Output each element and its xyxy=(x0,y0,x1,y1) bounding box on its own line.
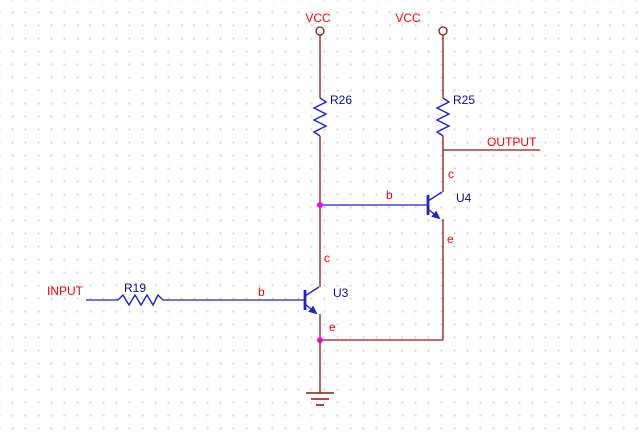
input-port: INPUT xyxy=(47,284,118,301)
input-label: INPUT xyxy=(47,284,84,298)
vcc1-terminal-icon xyxy=(315,26,325,36)
vcc1-label: VCC xyxy=(305,11,331,25)
u3-pin-c-label: c xyxy=(324,251,330,265)
vcc2-label: VCC xyxy=(395,11,421,25)
u3-pin-e-label: e xyxy=(329,320,336,334)
u3-ref-label: U3 xyxy=(333,286,349,300)
u4-ref-label: U4 xyxy=(456,191,472,205)
u4-pin-b-label: b xyxy=(386,188,393,202)
transistor-u3: U3 b c e xyxy=(258,251,349,334)
power-port-vcc-2: VCC xyxy=(395,11,448,98)
u3-emitter-stroke xyxy=(304,303,318,315)
r19-ref-label: R19 xyxy=(124,281,146,295)
transistor-u4: U4 b c e xyxy=(386,167,472,246)
u4-pin-c-label: c xyxy=(448,167,454,181)
r19-zigzag-symbol xyxy=(117,293,164,307)
u4-pin-e-label: e xyxy=(447,232,454,246)
power-port-vcc-1: VCC xyxy=(305,11,331,98)
r25-ref-label: R25 xyxy=(453,93,475,107)
r26-ref-label: R26 xyxy=(330,93,352,107)
resistor-r25: R25 xyxy=(435,93,475,137)
u3-pin-b-label: b xyxy=(258,285,265,299)
output-port: OUTPUT xyxy=(443,135,540,151)
junction-dot-collector-node xyxy=(317,202,323,208)
r25-zigzag-symbol xyxy=(435,97,451,137)
resistor-r26: R26 xyxy=(312,93,352,137)
vcc2-terminal-icon xyxy=(438,26,448,36)
u3-collector-stroke xyxy=(304,286,320,297)
ground-symbol xyxy=(306,340,334,406)
output-label: OUTPUT xyxy=(487,135,537,149)
resistor-r19: R19 xyxy=(117,281,164,307)
r26-zigzag-symbol xyxy=(312,97,328,137)
u4-collector-stroke xyxy=(427,191,443,202)
u4-emitter-stroke xyxy=(427,208,441,220)
